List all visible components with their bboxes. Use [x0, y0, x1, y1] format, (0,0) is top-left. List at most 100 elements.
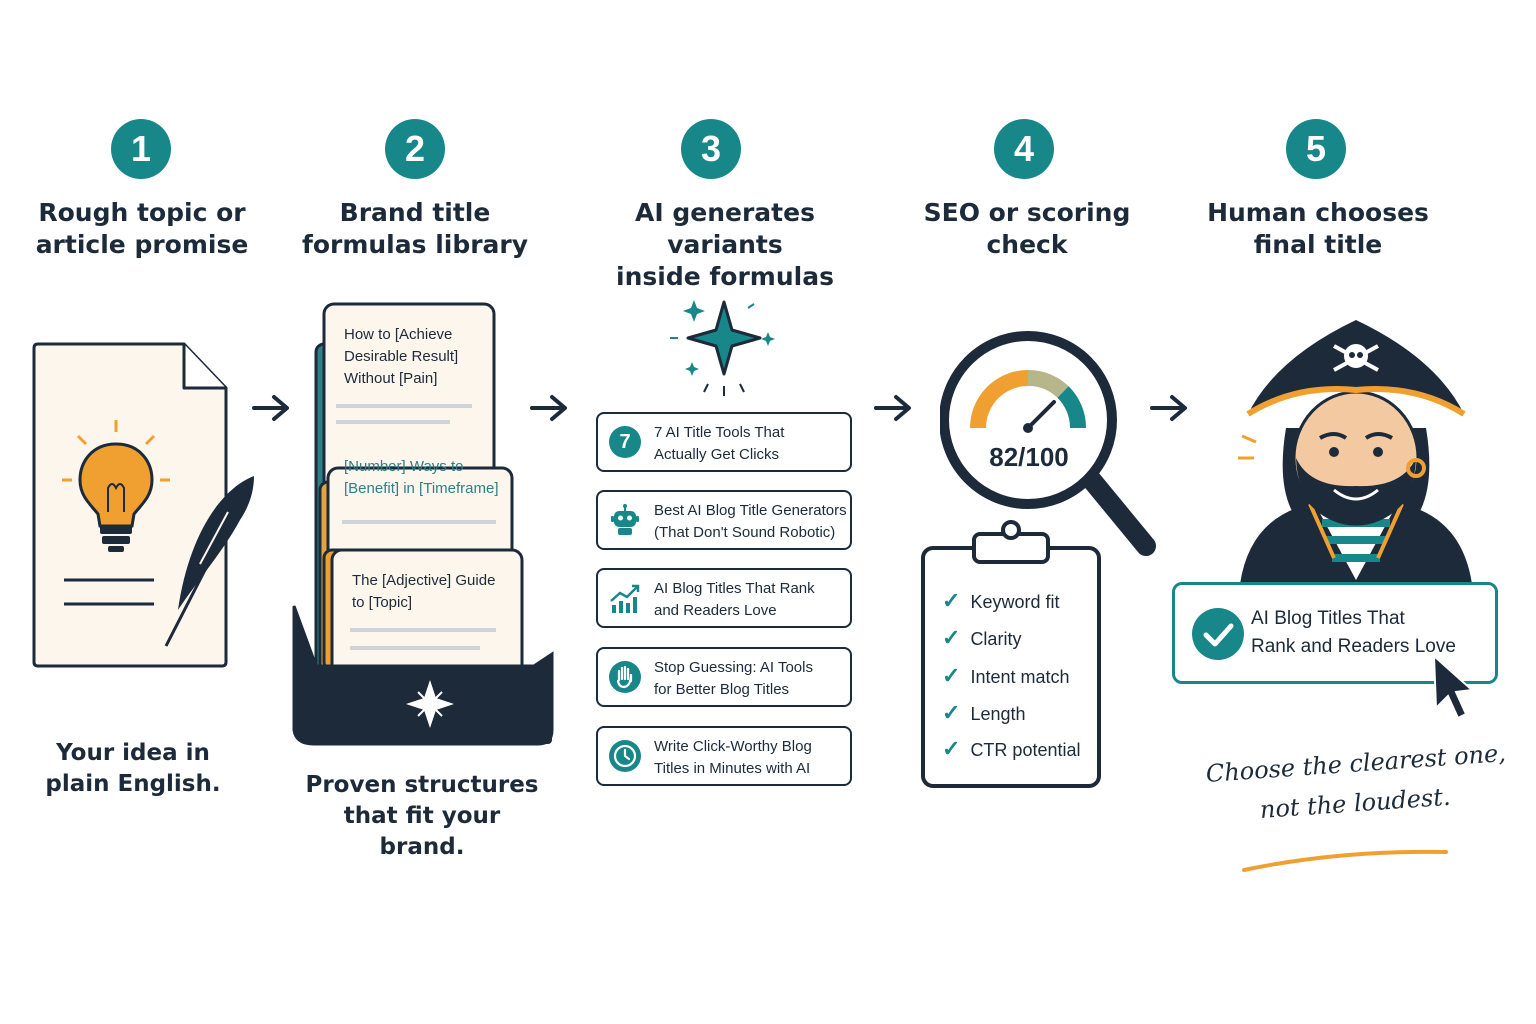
step-2-badge: 2 [385, 119, 445, 179]
variant-3-text: AI Blog Titles That Rank and Readers Lov… [654, 578, 850, 622]
step-1-caption-line2: plain English. [45, 771, 221, 797]
variant-card-4[interactable]: Stop Guessing: AI Tools for Better Blog … [596, 647, 852, 707]
variant-5-text: Write Click-Worthy Blog Titles in Minute… [654, 736, 850, 780]
formula-library: How to [Achieve Desirable Result] Withou… [290, 300, 560, 750]
checklist-item-1-label: Keyword fit [970, 592, 1060, 612]
skull-crossbones-icon [1333, 344, 1379, 372]
formula-card-2-line1: [Number] Ways to [344, 458, 464, 475]
step-1-caption: Your idea in plain English. [28, 738, 238, 800]
step-3-badge: 3 [681, 119, 741, 179]
step-4-title: SEO or scoring check [877, 197, 1177, 261]
formula-card-3-line1: The [Adjective] Guide [352, 572, 496, 589]
formula-card-1-line1: How to [Achieve [344, 326, 453, 343]
step-5-badge: 5 [1286, 119, 1346, 179]
step-1-title-line2: article promise [35, 230, 249, 259]
formula-card-1-line3: Without [Pain] [344, 370, 438, 387]
variant-card-3[interactable]: AI Blog Titles That Rank and Readers Lov… [596, 568, 852, 628]
checklist-item-3: ✓ Intent match [942, 663, 1070, 689]
check-icon: ✓ [942, 736, 961, 761]
step-2-title: Brand title formulas library [265, 197, 565, 261]
variant-4-line2: for Better Blog Titles [654, 681, 790, 698]
mouse-cursor-icon [1432, 653, 1475, 720]
lightbulb-icon [62, 420, 170, 552]
variant-1-line1: 7 AI Title Tools That [654, 424, 785, 441]
variant-1-line2: Actually Get Clicks [654, 446, 780, 463]
step-2-title-line1: Brand title [339, 198, 491, 227]
variant-4-line1: Stop Guessing: AI Tools [654, 659, 813, 676]
step-2-title-line2: formulas library [301, 230, 529, 259]
formula-card-2: [Number] Ways to [Benefit] in [Timeframe… [344, 456, 514, 500]
step-1-caption-line1: Your idea in [56, 740, 210, 766]
variant-2-line1: Best AI Blog Title Generators [654, 502, 847, 519]
variant-5-line1: Write Click-Worthy Blog [654, 738, 812, 755]
step-3-title: AI generates variants inside formulas [575, 197, 875, 293]
quote-line2: not the loudest. [1259, 782, 1452, 824]
step-5-title-line2: final title [1253, 230, 1383, 259]
step-3-title-line2: inside formulas [616, 262, 834, 291]
checklist-item-1: ✓ Keyword fit [942, 588, 1059, 614]
arrow-right-icon [874, 395, 911, 421]
variant-1-text: 7 AI Title Tools That Actually Get Click… [654, 422, 850, 466]
step-1-badge: 1 [111, 119, 171, 179]
step-4-badge: 4 [994, 119, 1054, 179]
variant-3-line1: AI Blog Titles That Rank [654, 580, 815, 597]
card-box-illustration [292, 302, 554, 746]
step-2-caption: Proven structures that fit your brand. [300, 770, 544, 863]
formula-card-3: The [Adjective] Guide to [Topic] [352, 570, 518, 614]
clipboard-icon [921, 520, 1101, 788]
clock-icon [609, 740, 641, 772]
checklist-item-4: ✓Length [942, 700, 1026, 726]
formula-card-3-line2: to [Topic] [352, 594, 413, 611]
hand-stop-icon [609, 661, 641, 693]
variant-card-2[interactable]: Best AI Blog Title Generators (That Don'… [596, 490, 852, 550]
variant-3-line2: and Readers Love [654, 602, 777, 619]
pirate-human-icon [1238, 320, 1472, 584]
document-idea-icon [32, 342, 254, 668]
variant-4-text: Stop Guessing: AI Tools for Better Blog … [654, 657, 850, 701]
step-4-title-line2: check [986, 230, 1068, 259]
checklist-item-2: ✓ Clarity [942, 625, 1021, 651]
checkmark-circle-icon [1192, 608, 1244, 660]
score-label: 82/100 [989, 442, 1069, 472]
checklist-item-4-label: Length [970, 704, 1026, 724]
quote-line1: Choose the clearest one, [1205, 739, 1507, 788]
step-5-title-line1: Human chooses [1207, 198, 1429, 227]
step-3-title-line1: AI generates variants [635, 198, 815, 259]
ai-sparkle-icon [670, 300, 775, 396]
magnifier-gauge-icon [940, 331, 1156, 556]
sparkle-logo-icon [406, 680, 454, 728]
variant-2-text: Best AI Blog Title Generators (That Don'… [654, 500, 850, 544]
checklist-item-2-label: Clarity [970, 629, 1022, 649]
final-title-line1: AI Blog Titles That [1251, 608, 1405, 629]
check-icon: ✓ [942, 625, 961, 650]
formula-card-1: How to [Achieve Desirable Result] Withou… [344, 324, 494, 390]
arrow-right-icon [530, 395, 567, 421]
variant-2-line2: (That Don't Sound Robotic) [654, 524, 836, 541]
arrow-right-icon [1150, 395, 1187, 421]
underline-stroke [1242, 849, 1448, 872]
arrow-right-icon [252, 395, 289, 421]
step-5-title: Human chooses final title [1168, 197, 1468, 261]
variant-1-badge-number: 7 [619, 431, 631, 453]
variant-5-line2: Titles in Minutes with AI [654, 760, 811, 777]
formula-card-2-line2: [Benefit] in [Timeframe] [344, 480, 499, 497]
quill-icon [164, 476, 254, 647]
step-1-title: Rough topic or article promise [0, 197, 292, 261]
variant-card-1[interactable]: 7 7 AI Title Tools That Actually Get Cli… [596, 412, 852, 472]
final-title-line2: Rank and Readers Love [1251, 636, 1456, 657]
variant-card-5[interactable]: Write Click-Worthy Blog Titles in Minute… [596, 726, 852, 786]
checklist-item-3-label: Intent match [970, 667, 1070, 687]
checklist-item-5: ✓ CTR potential [942, 736, 1081, 762]
step-4-title-line1: SEO or scoring [923, 198, 1131, 227]
check-icon: ✓ [942, 663, 961, 688]
rising-chart-icon [610, 584, 640, 613]
step-2-caption-line1: Proven structures [305, 772, 539, 798]
number-7-badge-icon [609, 426, 641, 458]
check-icon: ✓ [942, 588, 961, 613]
final-title-text: AI Blog Titles That Rank and Readers Lov… [1251, 605, 1491, 661]
checklist-item-5-label: CTR potential [970, 740, 1081, 760]
step-1-title-line1: Rough topic or [38, 198, 246, 227]
robot-icon [611, 504, 639, 535]
step-2-caption-line2: that fit your brand. [343, 803, 501, 860]
closing-quote: Choose the clearest one, not the loudest… [1205, 739, 1507, 824]
